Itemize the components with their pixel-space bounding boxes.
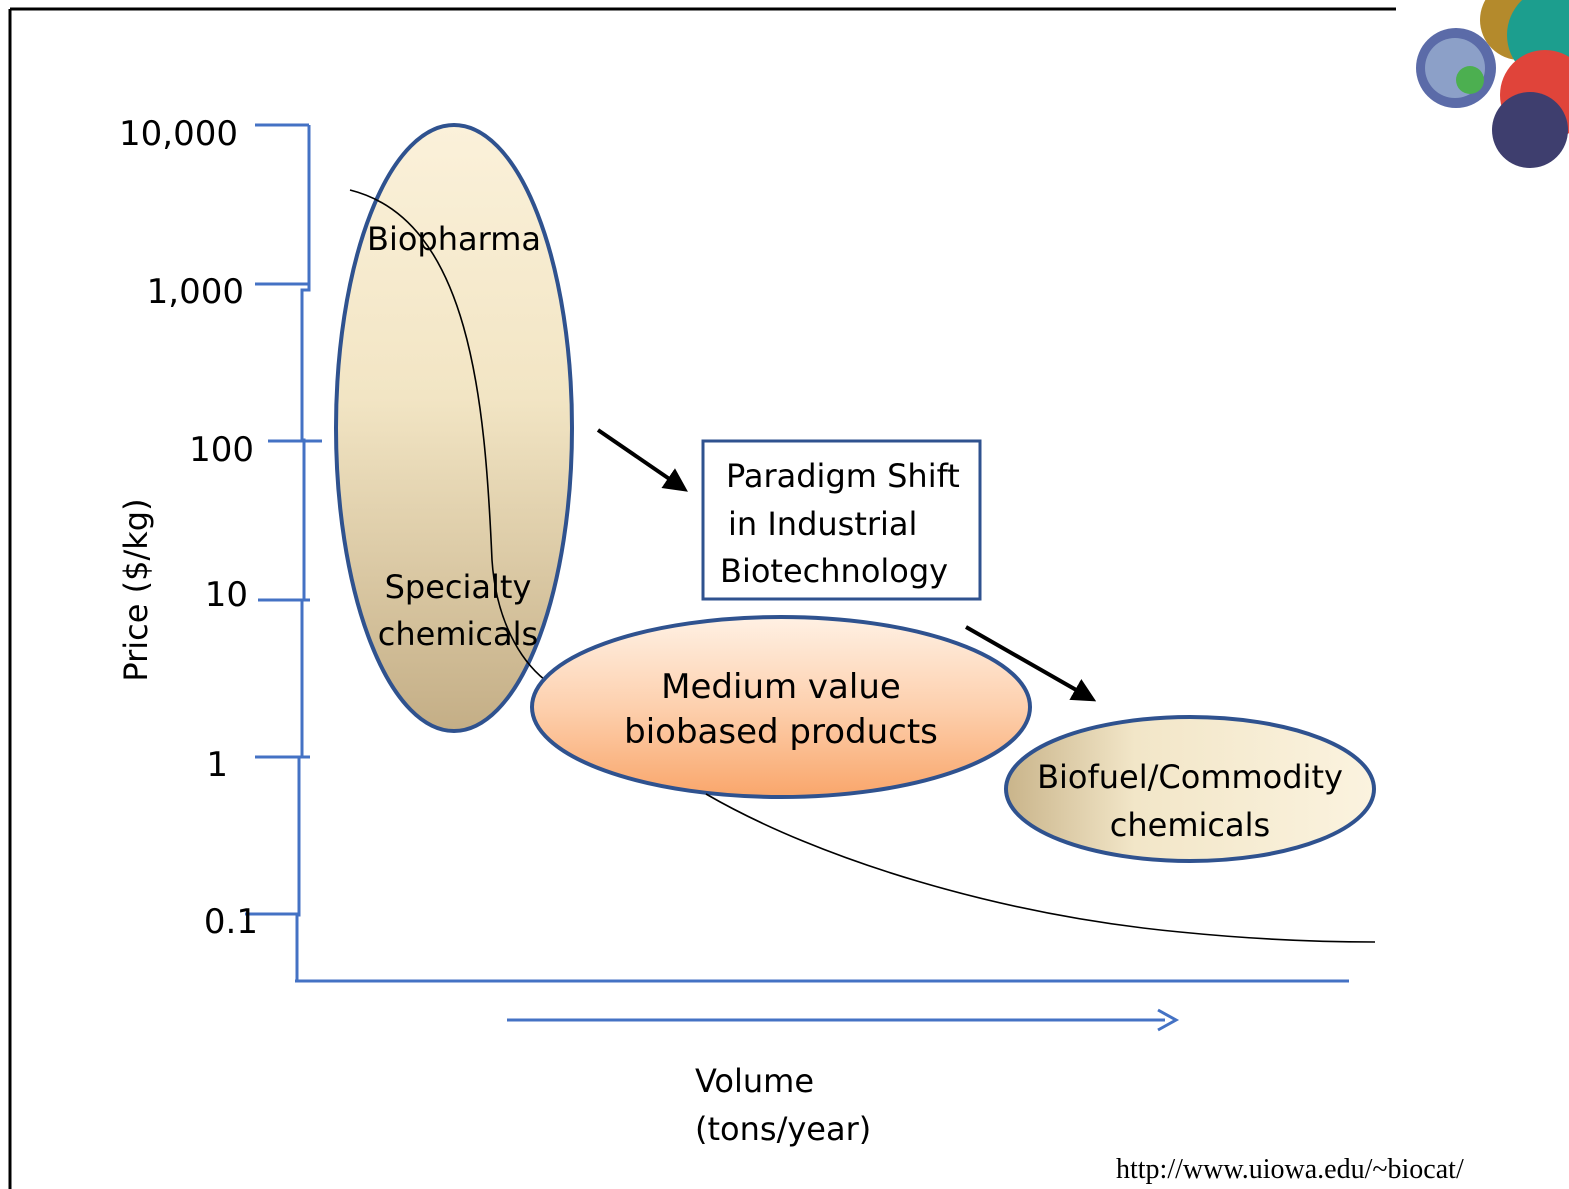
biofuel-label-line2: chemicals bbox=[1110, 806, 1270, 844]
biopharma-label: Biopharma bbox=[367, 220, 541, 258]
price-volume-curve-upper bbox=[349, 189, 546, 681]
price-volume-curve-lower bbox=[705, 793, 1376, 943]
volume-arrow-head bbox=[1157, 1008, 1180, 1032]
x-axis-title-line2: (tons/year) bbox=[695, 1110, 871, 1148]
x-axis-title-line1: Volume bbox=[695, 1062, 814, 1100]
y-tick-100: 100 bbox=[189, 430, 254, 470]
arrow-to-biofuel bbox=[965, 625, 1097, 702]
paradigm-shift-line1: Paradigm Shift bbox=[726, 457, 960, 495]
y-tick-1000: 1,000 bbox=[147, 272, 244, 312]
specialty-label-line1: Specialty bbox=[385, 568, 532, 606]
medium-value-label-line2: biobased products bbox=[624, 712, 938, 752]
y-axis-title: Price ($/kg) bbox=[117, 498, 155, 681]
biopharma-specialty-ellipse bbox=[334, 123, 574, 733]
y-tick-10000: 10,000 bbox=[119, 114, 238, 154]
medium-value-ellipse bbox=[530, 615, 1032, 799]
paradigm-shift-line3: Biotechnology bbox=[720, 552, 948, 590]
biofuel-label-line1: Biofuel/Commodity bbox=[1037, 758, 1343, 796]
paradigm-shift-line2: in Industrial bbox=[728, 505, 917, 543]
paradigm-shift-box bbox=[701, 439, 982, 601]
source-url: http://www.uiowa.edu/~biocat/ bbox=[1116, 1154, 1464, 1185]
slide-frame bbox=[8, 7, 1396, 1189]
medium-value-label-line1: Medium value bbox=[661, 667, 901, 707]
logo bbox=[1416, 0, 1569, 168]
specialty-label-line2: chemicals bbox=[378, 615, 538, 653]
biofuel-ellipse bbox=[1004, 715, 1376, 863]
y-tick-labels: 10,000 1,000 100 10 1 0.1 bbox=[119, 114, 258, 942]
y-tick-0-1: 0.1 bbox=[204, 902, 258, 942]
y-tick-1: 1 bbox=[206, 745, 228, 785]
y-tick-10: 10 bbox=[205, 575, 248, 615]
y-axis bbox=[245, 123, 322, 982]
arrow-to-paradigm-box bbox=[596, 428, 688, 492]
